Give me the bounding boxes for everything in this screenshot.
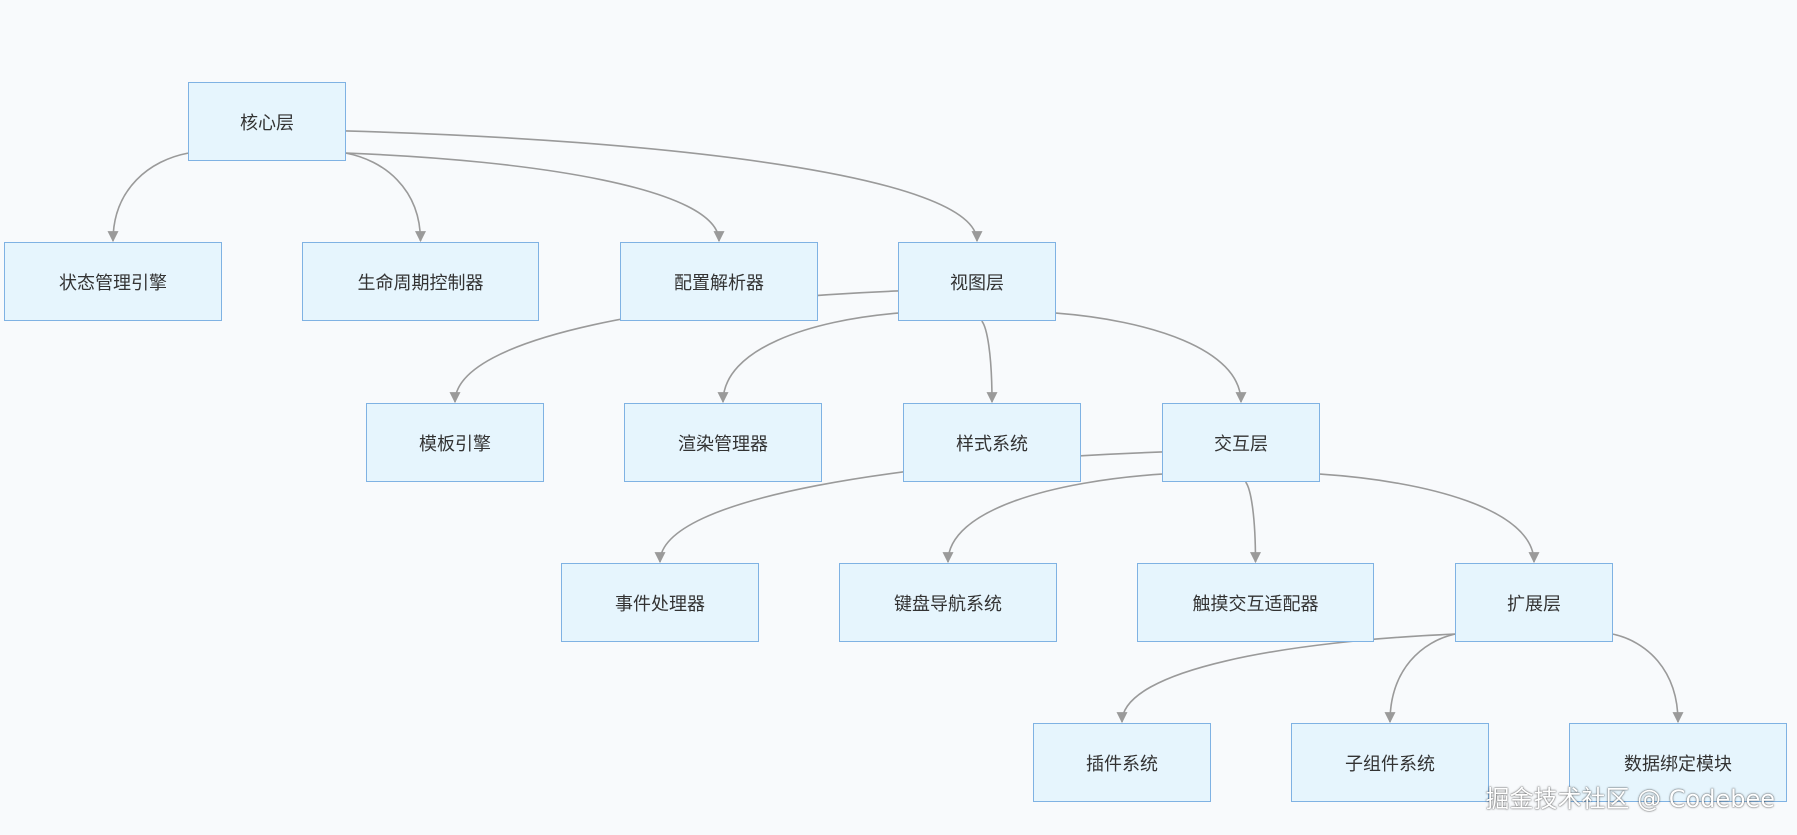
node-extension: 扩展层 — [1455, 563, 1613, 642]
node-plugin: 插件系统 — [1033, 723, 1211, 802]
edge-core-to-lifecycle — [345, 152, 426, 243]
edge-interaction-to-extension — [1319, 473, 1540, 564]
edge-view-to-render — [717, 312, 899, 404]
edge-core-to-state — [107, 152, 189, 243]
edge-extension-to-subcomponent — [1384, 633, 1456, 724]
edges-group — [107, 130, 1684, 724]
node-interaction: 交互层 — [1162, 403, 1320, 482]
edge-extension-to-binding — [1612, 633, 1684, 724]
edge-view-to-style — [981, 320, 998, 404]
node-style: 样式系统 — [903, 403, 1081, 482]
edge-core-to-config — [345, 152, 725, 243]
node-state: 状态管理引擎 — [4, 242, 222, 321]
node-subcomponent: 子组件系统 — [1291, 723, 1489, 802]
node-view: 视图层 — [898, 242, 1056, 321]
node-render: 渲染管理器 — [624, 403, 822, 482]
edge-extension-to-plugin — [1116, 633, 1456, 724]
edge-core-to-view — [345, 130, 983, 243]
edge-interaction-to-touch — [1244, 481, 1261, 564]
edge-interaction-to-keyboard — [942, 473, 1163, 564]
node-binding: 数据绑定模块 — [1569, 723, 1787, 802]
node-event: 事件处理器 — [561, 563, 759, 642]
node-config: 配置解析器 — [620, 242, 818, 321]
node-lifecycle: 生命周期控制器 — [302, 242, 539, 321]
edge-view-to-interaction — [1055, 312, 1247, 404]
node-template: 模板引擎 — [366, 403, 544, 482]
node-touch: 触摸交互适配器 — [1137, 563, 1374, 642]
watermark: 掘金技术社区 @ Codebee — [1485, 785, 1775, 813]
node-core: 核心层 — [188, 82, 346, 161]
node-keyboard: 键盘导航系统 — [839, 563, 1057, 642]
